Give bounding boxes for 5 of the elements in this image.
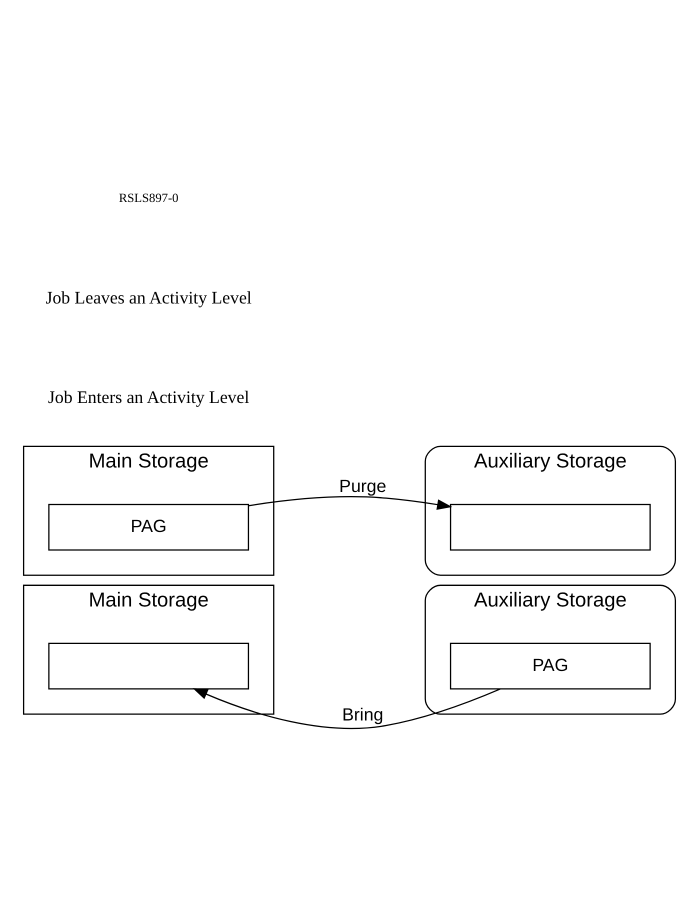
edge-label: Bring [342, 704, 384, 725]
edge-label: Purge [339, 476, 386, 496]
label: Job Leaves an Activity Level [46, 287, 252, 308]
label: RSLS897-0 [118, 190, 178, 205]
label: Job Enters an Activity Level [48, 387, 250, 408]
